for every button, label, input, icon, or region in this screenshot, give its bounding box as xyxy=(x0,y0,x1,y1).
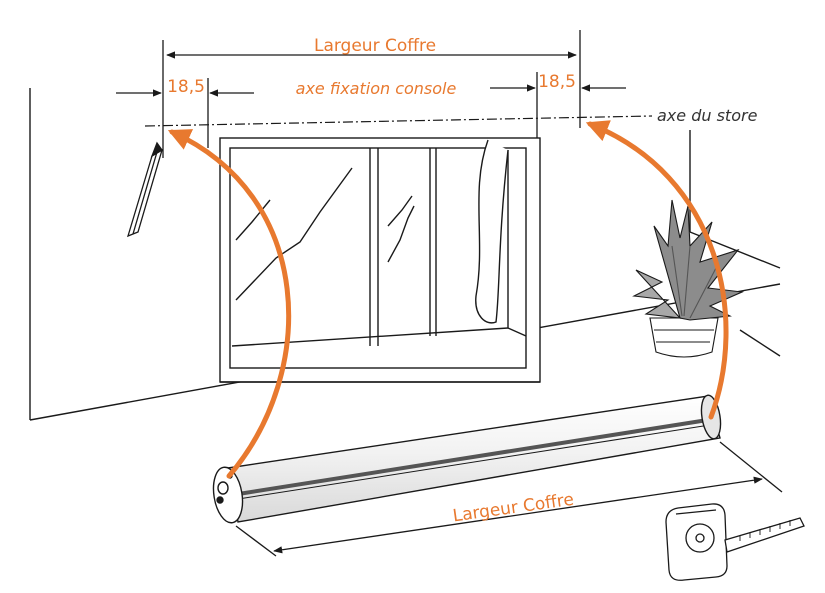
console-axis-label: axe fixation console xyxy=(296,79,457,98)
blind-axis-label: axe du store xyxy=(657,106,758,125)
right-lift-arrow xyxy=(585,120,729,420)
left-offset-label: 18,5 xyxy=(167,77,205,97)
potted-plant-icon xyxy=(632,199,745,358)
left-lift-arrow xyxy=(167,129,291,479)
pencil-icon xyxy=(126,141,164,238)
window-icon xyxy=(219,137,541,383)
left-offset-dimension xyxy=(116,78,254,148)
bottom-width-dimension xyxy=(235,441,783,557)
top-width-label: Largeur Coffre xyxy=(314,36,436,56)
right-offset-dimension xyxy=(490,72,626,138)
bottom-width-label: Largeur Coffre xyxy=(451,490,575,527)
right-offset-label: 18,5 xyxy=(538,72,576,92)
blind-axis-line xyxy=(144,115,653,127)
top-width-dimension xyxy=(162,30,581,158)
tape-measure-icon xyxy=(665,503,805,581)
